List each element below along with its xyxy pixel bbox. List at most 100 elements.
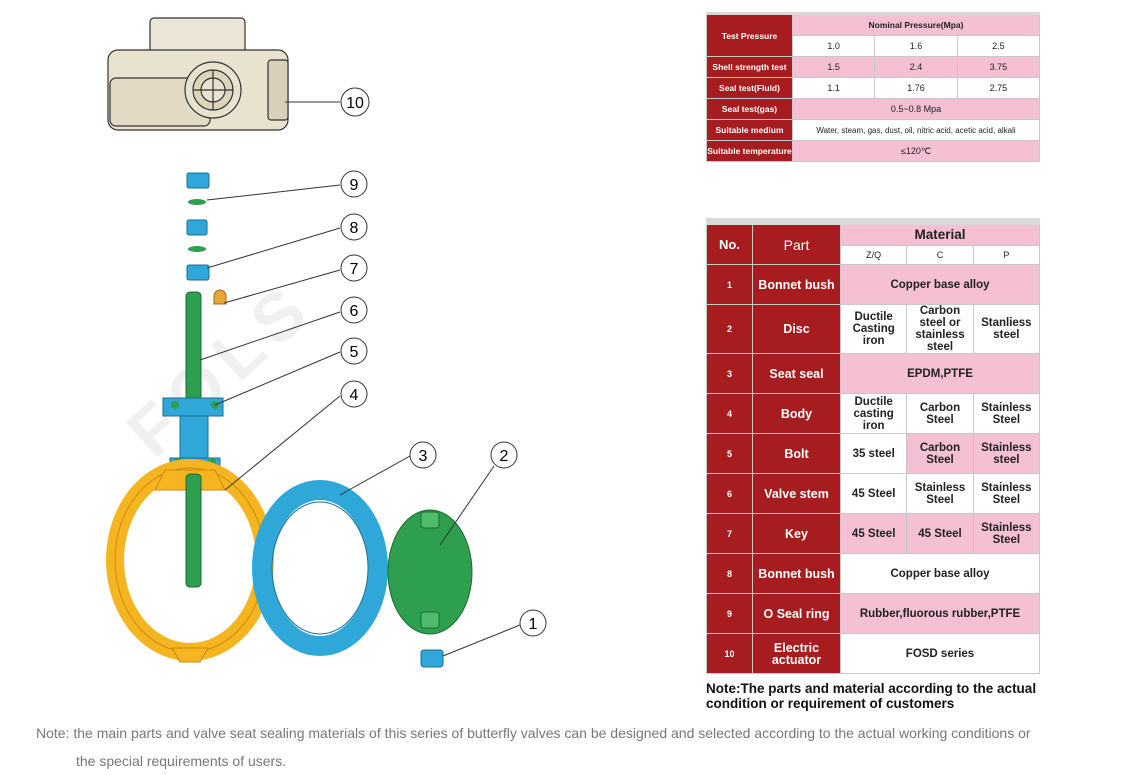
bottom-note-line: Note: the main parts and valve seat seal…: [36, 725, 1031, 741]
callout-10: [340, 87, 370, 117]
table-row: 8 Bonnet bush Copper base alloy: [706, 553, 1040, 594]
material-cell: FOSD series: [840, 633, 1040, 674]
cell: 0.5~0.8 Mpa: [792, 98, 1040, 120]
table-row: 4 Body Ductile casting iron Carbon Steel…: [706, 393, 1041, 434]
callout-8: [340, 213, 368, 241]
row-number: 4: [706, 393, 753, 434]
part-name: Valve stem: [752, 473, 841, 514]
material-cell: Copper base alloy: [840, 553, 1040, 594]
material-cell: 45 Steel: [906, 513, 974, 554]
callout-label: 5: [350, 344, 359, 361]
table-row: 7 Key 45 Steel 45 Steel Stainless Steel: [706, 513, 1041, 554]
material-cell: Stanliess steel: [972, 304, 1041, 354]
material-cell: 45 Steel: [839, 473, 908, 514]
row-label: Seal test(Fluid): [706, 77, 793, 99]
bonnet-bush-bottom: [420, 649, 444, 668]
cell: 2.75: [956, 77, 1041, 99]
bottom-note: Note: the main parts and valve seat seal…: [36, 719, 1096, 775]
test-pressure-header: Test Pressure: [706, 13, 793, 57]
material-cell: Stainless steel: [972, 433, 1041, 474]
part-name: Disc: [752, 304, 841, 354]
row-number: 1: [706, 264, 753, 305]
material-cell: EPDM,PTFE: [840, 353, 1040, 394]
nominal-value: 1.6: [874, 35, 958, 57]
nominal-value: 2.5: [956, 35, 1041, 57]
material-table: No. Part Material Z/Q C P 1 Bonnet bush …: [706, 218, 1041, 674]
table-row: 6 Valve stem 45 Steel Stainless Steel St…: [706, 473, 1041, 514]
callout-label: 9: [350, 177, 359, 194]
callout-label: 2: [500, 448, 509, 465]
row-number: 5: [706, 433, 753, 474]
callout-2: [490, 441, 518, 469]
callout-label: 6: [350, 303, 359, 320]
callout-1: [519, 609, 547, 637]
row-label: Suitable medium: [706, 119, 793, 141]
row-number: 2: [706, 304, 753, 354]
no-header: No.: [706, 221, 753, 265]
cell: 2.4: [874, 56, 958, 78]
o-seal-ring: [188, 199, 206, 205]
table-row: 1 Bonnet bush Copper base alloy: [706, 264, 1040, 305]
callout-label: 1: [529, 616, 538, 633]
cell: 3.75: [956, 56, 1041, 78]
material-cell: 35 steel: [839, 433, 908, 474]
callout-label: 4: [350, 387, 359, 404]
pressure-test-table: Test Pressure Nominal Pressure(Mpa) 1.0 …: [706, 12, 1041, 162]
material-cell: Carbon steel or stainless steel: [906, 304, 974, 354]
part-name: Body: [752, 393, 841, 434]
material-cell: Ductile Casting iron: [839, 304, 908, 354]
row-number: 10: [706, 633, 753, 674]
callout-4: [340, 380, 368, 408]
part-name: Bolt: [752, 433, 841, 474]
part-name: Seat seal: [752, 353, 841, 394]
cell: Water, steam, gas, dust, oil, nitric aci…: [792, 119, 1040, 141]
o-seal-ring: [188, 246, 206, 252]
material-cell: Stainless Steel: [972, 393, 1041, 434]
callout-label: 8: [350, 220, 359, 237]
part-name: Electric actuator: [752, 633, 841, 674]
material-cell: Carbon Steel: [906, 433, 974, 474]
nominal-value: 1.0: [791, 35, 876, 57]
callout-7: [340, 254, 368, 282]
row-label: Suitable temperature: [706, 140, 793, 162]
callout-9: [340, 170, 368, 198]
part-name: O Seal ring: [752, 593, 841, 634]
row-number: 8: [706, 553, 753, 594]
row-number: 7: [706, 513, 753, 554]
valve-exploded-diagram: 10 9 8 7 6 5 4 3: [106, 17, 547, 668]
bonnet-bush: [186, 264, 210, 281]
callout-5: [340, 337, 368, 365]
material-cell: Ductile casting iron: [839, 393, 908, 434]
material-cell: Copper base alloy: [840, 264, 1040, 305]
table-row: 9 O Seal ring Rubber,fluorous rubber,PTF…: [706, 593, 1040, 634]
key: [213, 289, 227, 305]
bolt: [171, 401, 179, 409]
cell: ≤120℃: [792, 140, 1040, 162]
electric-actuator: [107, 17, 289, 131]
material-cell: Stainless Steel: [906, 473, 974, 514]
material-cell: Rubber,fluorous rubber,PTFE: [840, 593, 1040, 634]
material-subheader: P: [972, 245, 1041, 265]
row-label: Seal test(gas): [706, 98, 793, 120]
material-cell: 45 Steel: [839, 513, 908, 554]
body-neck: [179, 415, 209, 459]
row-number: 3: [706, 353, 753, 394]
material-cell: Carbon Steel: [906, 393, 974, 434]
callout-label: 10: [346, 95, 364, 112]
cell: 1.76: [874, 77, 958, 99]
cell: 1.5: [791, 56, 876, 78]
bottom-note-line: the special requirements of users.: [76, 753, 287, 769]
valve-disc: [387, 509, 473, 635]
callout-label: 7: [350, 261, 359, 278]
material-header: Material: [840, 221, 1040, 246]
table-row: 5 Bolt 35 steel Carbon Steel Stainless s…: [706, 433, 1041, 474]
material-cell: Stainless Steel: [972, 513, 1041, 554]
material-cell: Stainless Steel: [972, 473, 1041, 514]
part-name: Bonnet bush: [752, 553, 841, 594]
callout-label: 3: [419, 448, 428, 465]
nominal-pressure-header: Nominal Pressure(Mpa): [792, 13, 1040, 36]
customer-note: Note:The parts and material according to…: [706, 681, 1037, 711]
table-row: 10 Electric actuator FOSD series: [706, 633, 1040, 674]
cell: 1.1: [791, 77, 876, 99]
material-subheader: C: [906, 245, 974, 265]
